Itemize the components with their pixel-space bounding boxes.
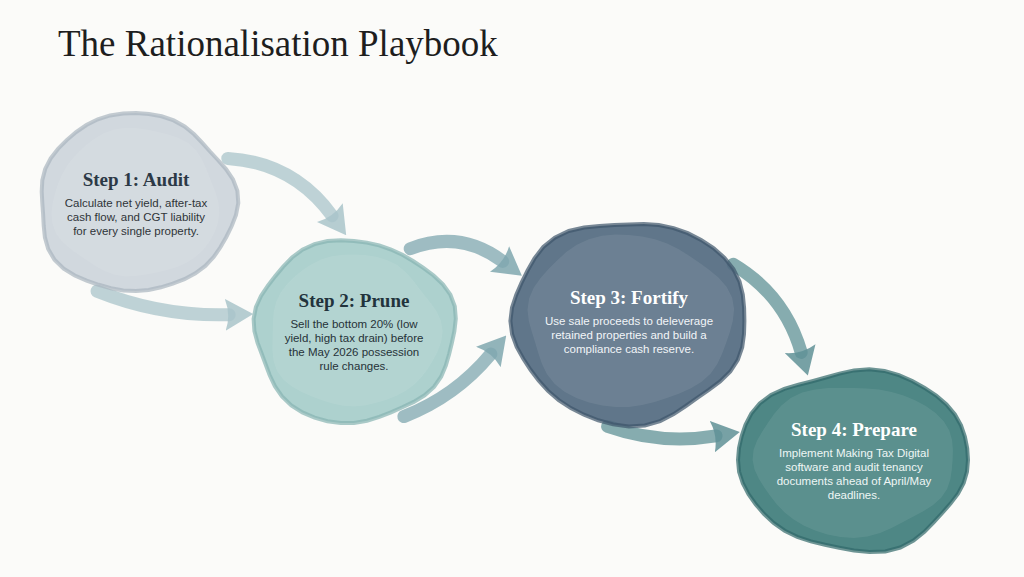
watercolor-blob [254, 240, 454, 422]
step-heading: Step 2: Prune [299, 290, 410, 312]
step-heading: Step 1: Audit [83, 169, 190, 191]
watercolor-blob [739, 370, 969, 550]
flow-arrow [608, 426, 717, 439]
flow-arrow [228, 158, 332, 215]
step-heading: Step 3: Fortify [570, 287, 688, 309]
step-description: Sell the bottom 20% (low yield, high tax… [278, 317, 430, 373]
step-heading: Step 4: Prepare [791, 419, 917, 441]
step-blob: Step 4: PrepareImplement Making Tax Digi… [739, 370, 969, 550]
step-blob: Step 2: PruneSell the bottom 20% (low yi… [254, 240, 454, 422]
flow-arrow [97, 291, 229, 315]
step-description: Calculate net yield, after-tax cash flow… [62, 196, 210, 238]
flow-arrow [410, 241, 503, 261]
step-blob: Step 1: AuditCalculate net yield, after-… [38, 114, 234, 292]
diagram-title: The Rationalisation Playbook [58, 22, 498, 65]
step-blob: Step 3: FortifyUse sale proceeds to dele… [512, 220, 746, 422]
step-description: Use sale proceeds to deleverage retained… [538, 314, 720, 356]
step-description: Implement Making Tax Digital software an… [763, 446, 945, 502]
